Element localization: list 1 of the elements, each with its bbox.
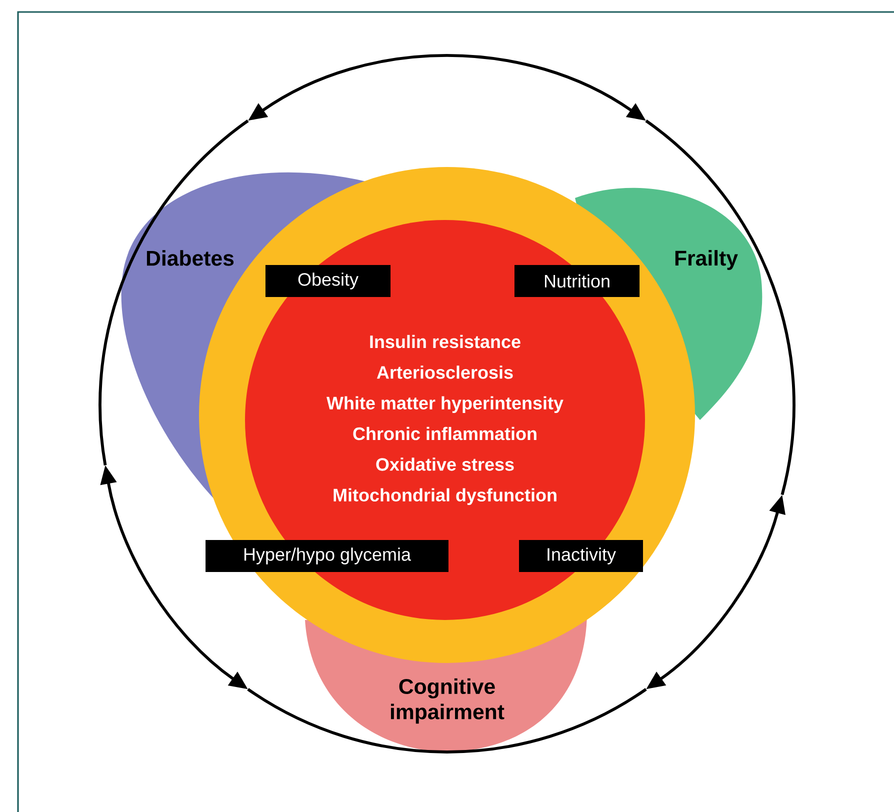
label-box: Obesity — [265, 265, 391, 297]
